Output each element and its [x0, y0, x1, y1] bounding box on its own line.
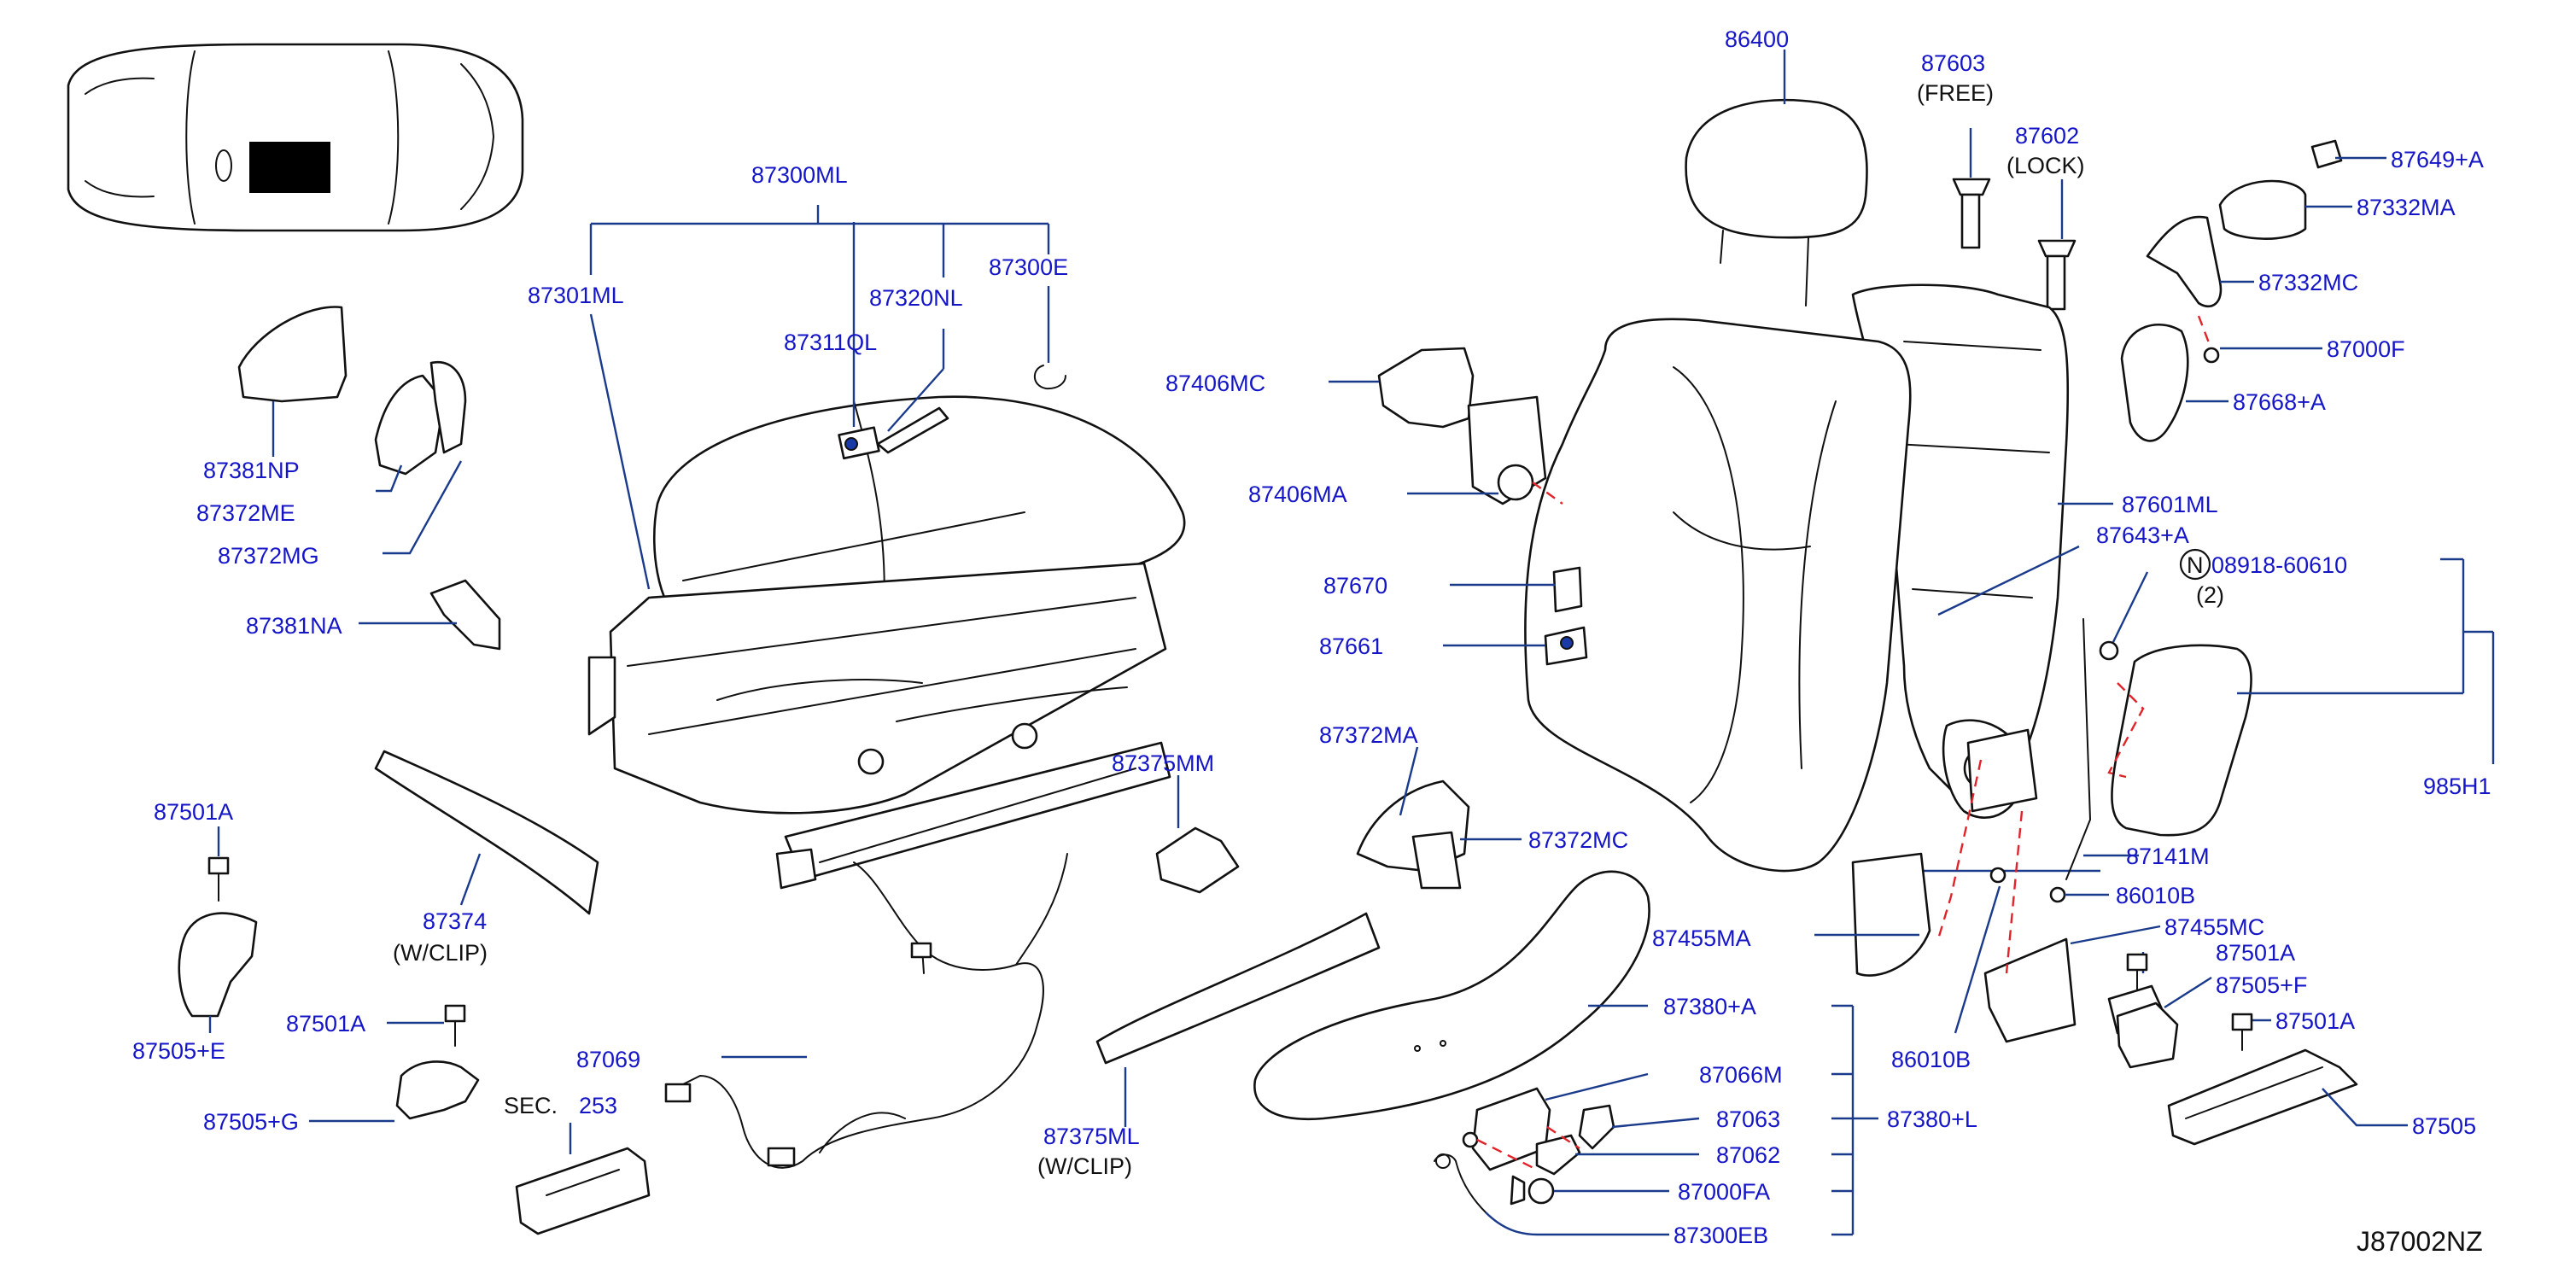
- label-87501a-2: 87501A: [286, 1011, 365, 1036]
- label-87406mc: 87406MC: [1165, 371, 1265, 396]
- label-87069: 87069: [576, 1047, 640, 1072]
- seat-back-pad: [1524, 318, 1912, 873]
- label-sec: SEC.: [504, 1093, 558, 1118]
- label-87372mg: 87372MG: [218, 543, 319, 569]
- label-87380a: 87380+A: [1663, 994, 1756, 1019]
- label-87372ma: 87372MA: [1319, 722, 1418, 748]
- label-87649a: 87649+A: [2391, 147, 2484, 172]
- label-87505: 87505: [2412, 1113, 2476, 1139]
- label-87000f: 87000F: [2327, 336, 2405, 362]
- label-86010b-1: 86010B: [2116, 883, 2195, 908]
- label-08918-60610: 08918-60610: [2211, 552, 2347, 578]
- label-87661: 87661: [1319, 634, 1383, 659]
- label-87501a-3: 87501A: [2216, 940, 2295, 966]
- seat-location-marker: [249, 142, 330, 193]
- label-87643a: 87643+A: [2096, 523, 2189, 548]
- rail-cover-upper: [1155, 826, 1240, 894]
- label-87141m: 87141M: [2126, 844, 2210, 869]
- trim-cover-front: [178, 912, 258, 1018]
- headrest-part: [1685, 98, 1868, 307]
- label-lock: (LOCK): [2006, 153, 2085, 178]
- label-86010b-2: 86010B: [1891, 1047, 1971, 1072]
- label-87505e: 87505+E: [132, 1038, 225, 1064]
- label-87320nl: 87320NL: [869, 285, 963, 311]
- seat-track-cover: [2167, 1048, 2358, 1146]
- label-87501a-4: 87501A: [2275, 1008, 2355, 1034]
- diagram-code: J87002NZ: [2357, 1226, 2483, 1257]
- label-wclip-2: (W/CLIP): [1037, 1153, 1132, 1179]
- label-985h1: 985H1: [2423, 774, 2491, 799]
- rail-cover-lower: [1095, 912, 1381, 1065]
- label-87066m: 87066M: [1699, 1062, 1783, 1088]
- headrest-guide-lock: [2037, 239, 2077, 311]
- label-87381np: 87381NP: [203, 458, 300, 483]
- headrest-guide-free: [1952, 178, 1991, 249]
- label-87063: 87063: [1716, 1106, 1780, 1132]
- bracket-cover: [2116, 1001, 2179, 1069]
- occupant-sensor-module: [515, 1147, 651, 1235]
- label-87062: 87062: [1716, 1142, 1780, 1168]
- label-87406ma: 87406MA: [1248, 482, 1347, 507]
- label-87603: 87603: [1921, 50, 1985, 76]
- label-87375mm: 87375MM: [1112, 750, 1214, 776]
- bolt-icon: [207, 856, 230, 902]
- label-87670: 87670: [1323, 573, 1387, 598]
- seat-cushion-frame: [587, 562, 1171, 890]
- seat-back-tag: [1552, 566, 1583, 613]
- label-87602: 87602: [2015, 123, 2079, 149]
- label-87372me: 87372ME: [196, 500, 295, 526]
- label-87668a: 87668+A: [2233, 389, 2326, 415]
- side-cover-parts: [1356, 779, 1470, 890]
- label-86400: 86400: [1725, 26, 1789, 52]
- label-wclip-1: (W/CLIP): [393, 940, 488, 966]
- label-87311ql: 87311QL: [784, 330, 877, 355]
- label-87505g: 87505+G: [203, 1109, 299, 1135]
- label-87375ml: 87375ML: [1043, 1124, 1140, 1149]
- label-87300e: 87300E: [989, 254, 1068, 280]
- label-87455ma: 87455MA: [1652, 925, 1751, 951]
- label-87000fa: 87000FA: [1678, 1179, 1770, 1205]
- label-87372mc: 87372MC: [1528, 827, 1628, 853]
- nut-symbol-icon: N: [2179, 548, 2211, 581]
- left-trim-parts: [237, 306, 501, 651]
- label-87381na: 87381NA: [246, 613, 342, 639]
- bolt-icon-4: [2231, 1013, 2253, 1051]
- side-airbag-module: [2065, 618, 2252, 880]
- wire-harness: [664, 853, 1068, 1169]
- label-qty-2: (2): [2196, 582, 2224, 608]
- label-87501a-1: 87501A: [154, 799, 233, 825]
- label-87601ml: 87601ML: [2122, 492, 2218, 517]
- trim-cover-inner: [395, 1060, 480, 1120]
- label-87301ml: 87301ML: [528, 283, 624, 308]
- seat-rails: [716, 679, 1128, 775]
- label-87380l: 87380+L: [1887, 1106, 1977, 1132]
- label-87374: 87374: [423, 908, 487, 934]
- screw-icon: [1510, 1175, 1555, 1206]
- label-87505f: 87505+F: [2216, 972, 2307, 998]
- seat-back-bracket-upper: [1377, 347, 1547, 505]
- car-locator-icon: [67, 43, 524, 232]
- cable-tie-icon: [1434, 1153, 1487, 1213]
- label-87332ma: 87332MA: [2357, 195, 2456, 220]
- label-sec-253: 253: [579, 1093, 617, 1118]
- label-free: (FREE): [1917, 80, 1994, 106]
- label-87300eb: 87300EB: [1674, 1223, 1768, 1248]
- label-87300ml: 87300ML: [751, 162, 848, 188]
- seat-side-trim-strip: [374, 750, 599, 915]
- cushion-side-cover: [1253, 870, 1650, 1121]
- recliner-cover-parts: [2120, 139, 2343, 442]
- switch-assembly: [1462, 1087, 1615, 1176]
- nut-symbol-letter: N: [2187, 552, 2204, 578]
- label-87455mc: 87455MC: [2164, 914, 2264, 940]
- label-87332mc: 87332MC: [2258, 270, 2358, 295]
- bolt-icon-3: [2126, 953, 2148, 991]
- bolt-icon-2: [444, 1004, 466, 1047]
